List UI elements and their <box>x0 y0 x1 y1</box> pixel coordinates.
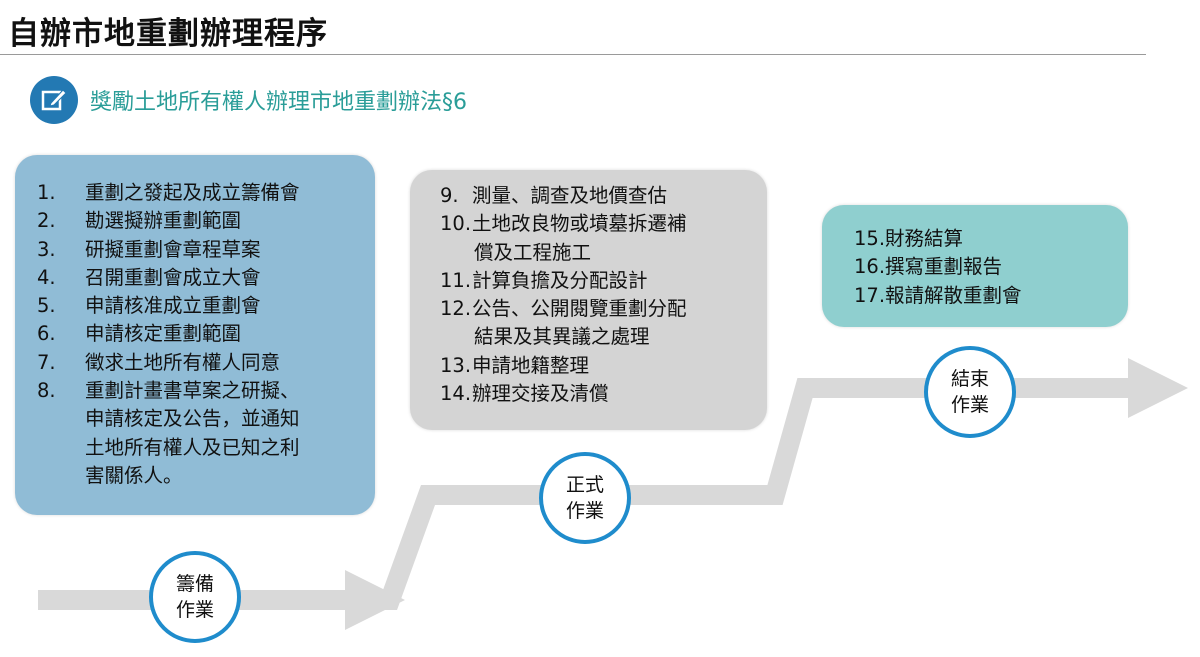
step-item: 6. 申請核定重劃範圍 <box>37 320 375 348</box>
step-text: 重劃計畫書草案之研擬、 <box>85 379 300 403</box>
stage-label: 籌備 <box>175 573 214 595</box>
stage-label: 結束 <box>950 368 989 390</box>
step-number: 3. <box>37 237 56 261</box>
step-number: 13. <box>440 353 472 377</box>
step-item: 11.計算負擔及分配設計 <box>440 267 767 295</box>
page-title: 自辦市地重劃辦理程序 <box>8 16 328 52</box>
stage-box-preparation: 1. 重劃之發起及成立籌備會 2. 勘選擬辦重劃範圍 3. 研擬重劃會章程草案 4. 召開重劃… <box>15 155 375 515</box>
step-item: 13.申請地籍整理 <box>440 352 767 380</box>
step-item: 1. 重劃之發起及成立籌備會 <box>37 179 375 207</box>
step-number: 4. <box>37 265 56 289</box>
subtitle-text: 獎勵土地所有權人辦理市地重劃辦法§6 <box>90 90 467 115</box>
step-text: 公告、公開閱覽重劃分配 <box>472 297 687 321</box>
step-item: 5. 申請核准成立重劃會 <box>37 292 375 320</box>
step-number: 1. <box>37 181 56 204</box>
step-text-continued: 償及工程施工 <box>474 240 592 264</box>
stage-label: 正式 <box>565 474 604 496</box>
step-item: 17.報請解散重劃會 <box>854 282 1128 310</box>
step-number: 17. <box>854 283 886 307</box>
step-text: 徵求土地所有權人同意 <box>85 350 281 374</box>
step-text-continued: 害關係人。 <box>85 463 183 487</box>
step-text: 召開重劃會成立大會 <box>85 265 261 289</box>
step-number: 10. <box>440 212 472 236</box>
step-text: 申請地籍整理 <box>472 353 590 377</box>
step-number: 14. <box>440 382 472 406</box>
edit-icon <box>30 76 78 124</box>
step-text: 研擬重劃會章程草案 <box>85 237 261 261</box>
stage-label: 作業 <box>950 394 989 416</box>
step-item: 10.土地改良物或墳墓拆遷補 <box>440 210 767 238</box>
step-number: 8. <box>37 379 56 403</box>
step-text: 辦理交接及清償 <box>472 382 609 406</box>
step-item: 4. 召開重劃會成立大會 <box>37 264 375 292</box>
step-item: 14.辦理交接及清償 <box>440 380 767 408</box>
stage-label: 作業 <box>565 500 604 522</box>
step-text: 土地改良物或墳墓拆遷補 <box>472 212 687 236</box>
step-number: 2. <box>37 209 56 233</box>
step-text: 測量、調查及地價查估 <box>472 184 668 207</box>
step-number: 11. <box>440 268 472 292</box>
step-item: 15.財務結算 <box>854 225 1128 253</box>
step-text: 申請核准成立重劃會 <box>85 294 261 318</box>
stage-label: 作業 <box>175 599 214 621</box>
step-text-continued: 土地所有權人及已知之利 <box>85 435 300 459</box>
step-text: 報請解散重劃會 <box>885 283 1022 307</box>
step-item: 9. 測量、調查及地價查估 <box>440 182 767 210</box>
step-item: 3. 研擬重劃會章程草案 <box>37 236 375 264</box>
step-text: 計算負擔及分配設計 <box>472 268 648 292</box>
step-text: 財務結算 <box>885 227 964 250</box>
step-text-continued: 結果及其異議之處理 <box>474 325 650 349</box>
stage-circle-formal: 正式作業 <box>539 452 631 544</box>
stage-circle-closing: 結束作業 <box>924 346 1016 438</box>
step-item: 12.公告、公開閱覽重劃分配 <box>440 295 767 323</box>
step-text: 重劃之發起及成立籌備會 <box>85 181 300 204</box>
step-item: 2. 勘選擬辦重劃範圍 <box>37 207 375 235</box>
title-divider <box>0 54 1146 55</box>
step-text: 撰寫重劃報告 <box>885 255 1003 279</box>
step-text-continued: 申請核定及公告，並通知 <box>85 407 300 431</box>
stage-circle-preparation: 籌備作業 <box>149 551 241 643</box>
step-number: 12. <box>440 297 472 321</box>
step-item: 8. 重劃計畫書草案之研擬、 <box>37 377 375 405</box>
subtitle: 獎勵土地所有權人辦理市地重劃辦法§6 <box>30 76 467 124</box>
step-text: 勘選擬辦重劃範圍 <box>85 209 242 233</box>
step-number: 9. <box>440 184 459 207</box>
step-text: 申請核定重劃範圍 <box>85 322 242 346</box>
step-number: 6. <box>37 322 56 346</box>
step-number: 16. <box>854 255 886 279</box>
step-item: 16.撰寫重劃報告 <box>854 253 1128 281</box>
step-number: 7. <box>37 350 56 374</box>
step-item: 7. 徵求土地所有權人同意 <box>37 349 375 377</box>
step-number: 15. <box>854 227 886 250</box>
step-number: 5. <box>37 294 56 318</box>
